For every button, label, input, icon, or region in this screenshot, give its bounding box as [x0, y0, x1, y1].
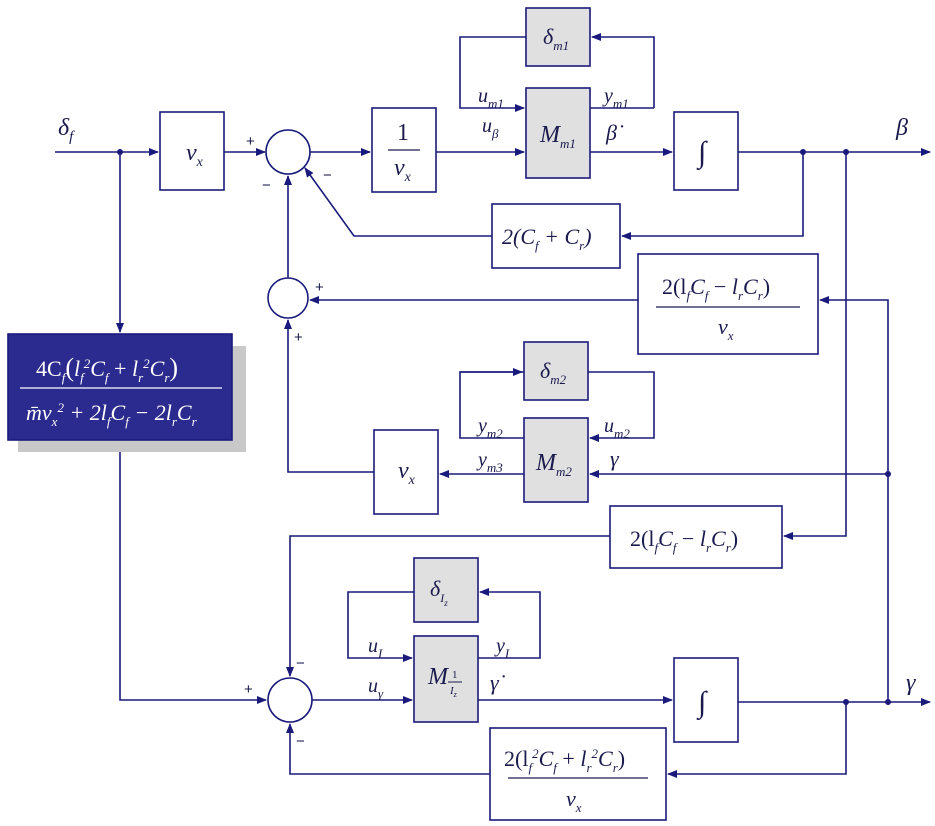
- vx-gain-mid-label: vx: [398, 458, 416, 488]
- sum-junction-2: [267, 277, 309, 319]
- M-Iz-sub-den: Iz: [449, 685, 458, 699]
- block-big-gain: [7, 333, 233, 441]
- label-u-m1: um1: [478, 85, 504, 111]
- integrator-bottom-symbol: ∫: [696, 686, 708, 721]
- sum1-minus-diag: −: [323, 167, 332, 184]
- lfcf-frac-denominator: vx: [718, 314, 734, 343]
- label-beta-dot: β̇: [605, 120, 624, 145]
- sum3-minus-bottom: −: [296, 733, 305, 750]
- cf-cr-sum-label: 2(Cf + Cr): [502, 224, 592, 253]
- sum-junction-3: [267, 677, 313, 723]
- block-integrator-top: [673, 111, 739, 191]
- block-lf2-frac: [489, 727, 667, 821]
- block-M-m1: [525, 87, 591, 179]
- delta-m1-label: δm1: [543, 24, 569, 53]
- M-Iz-label: M: [427, 664, 450, 690]
- junction-gamma-mid: [885, 471, 891, 477]
- wire-big-gain-to-sum3: [119, 452, 267, 704]
- label-u-beta: uβ: [482, 115, 499, 141]
- label-y-m1: ym1: [602, 85, 629, 111]
- label-y-I: yI: [494, 635, 510, 661]
- sum1-minus-bottom: −: [262, 177, 271, 194]
- label-gamma-dot: γ̇: [490, 670, 506, 695]
- wire-lfcf-gain-to-sum3: [286, 535, 610, 677]
- block-delta-Iz: [413, 557, 479, 623]
- block-lfcf-frac: [637, 253, 819, 355]
- wire-beta-to-lfcf-gain: [783, 152, 847, 540]
- M-m2-label: Mm2: [535, 450, 572, 479]
- sum2-plus-right: +: [315, 279, 324, 296]
- block-M-Iz: [413, 635, 479, 723]
- lf2-frac-denominator: vx: [566, 786, 582, 815]
- label-u-I: uI: [368, 635, 383, 661]
- sum3-plus-left: +: [244, 681, 253, 698]
- wire-gamma-to-lfcf: [819, 296, 889, 702]
- sum1-plus-sign: +: [246, 133, 255, 150]
- label-beta-output: β: [895, 115, 908, 141]
- integrator-top-symbol: ∫: [696, 136, 708, 171]
- M-m1-label: Mm1: [539, 122, 576, 151]
- inv-vx-denominator: vx: [394, 155, 412, 185]
- sum3-minus-top: −: [296, 655, 305, 672]
- junction-gamma-2: [885, 699, 891, 705]
- wire-beta-to-cfcr: [621, 152, 804, 240]
- M-Iz-sub-num: 1: [452, 669, 458, 681]
- wire-vx-to-sum2: [284, 319, 374, 473]
- wire-yI-to-deltaIz: [478, 588, 541, 659]
- block-delta-m1: [525, 7, 591, 67]
- label-u-m2: um2: [604, 415, 630, 441]
- delta-Iz-label: δIz: [430, 576, 448, 608]
- label-gamma-in: γ: [610, 446, 620, 471]
- label-u-gamma: uγ: [368, 675, 384, 701]
- block-vx-gain-top: [159, 111, 225, 191]
- wire-ym1-to-deltam1: [591, 33, 655, 108]
- label-y-m3: ym3: [476, 449, 503, 475]
- wire-deltam1-to-um1: [459, 36, 526, 112]
- vx-gain-top-label: vx: [186, 140, 204, 170]
- lf2-frac-numerator: 2(lf2Cf + lr2Cr): [504, 746, 625, 775]
- inv-vx-numerator: 1: [397, 120, 409, 146]
- block-delta-m2: [523, 341, 589, 401]
- block-M-m2: [523, 417, 589, 503]
- sum2-plus-bottom: +: [294, 329, 303, 346]
- lfcf-gain-label: 2(lfCf − lrCr): [630, 526, 738, 555]
- sum-junction-1: [265, 129, 311, 175]
- label-y-m2: ym2: [476, 415, 503, 441]
- wire-deltaIz-to-uI: [347, 591, 414, 662]
- block-integrator-bottom: [673, 657, 739, 743]
- wire-lf2-to-sum3: [286, 723, 490, 775]
- delta-m2-label: δm2: [540, 358, 567, 387]
- wire-cfcr-to-sum1: [304, 167, 492, 237]
- block-2-cf-plus-cr: [491, 203, 621, 269]
- label-delta-f: δf: [58, 115, 75, 145]
- big-gain-denominator: m̄vx2 + 2lfCf − 2lrCr: [26, 400, 198, 429]
- big-gain-numerator: 4Cf(lf2Cf + lr2Cr): [36, 353, 178, 385]
- lfcf-frac-numerator: 2(lfCf − lrCr): [662, 274, 770, 303]
- label-gamma-output: γ: [906, 670, 916, 696]
- block-lfcf-gain: [609, 505, 783, 569]
- wire-deltam2-to-um2: [588, 371, 655, 442]
- wire-gamma-to-lf2: [667, 702, 847, 778]
